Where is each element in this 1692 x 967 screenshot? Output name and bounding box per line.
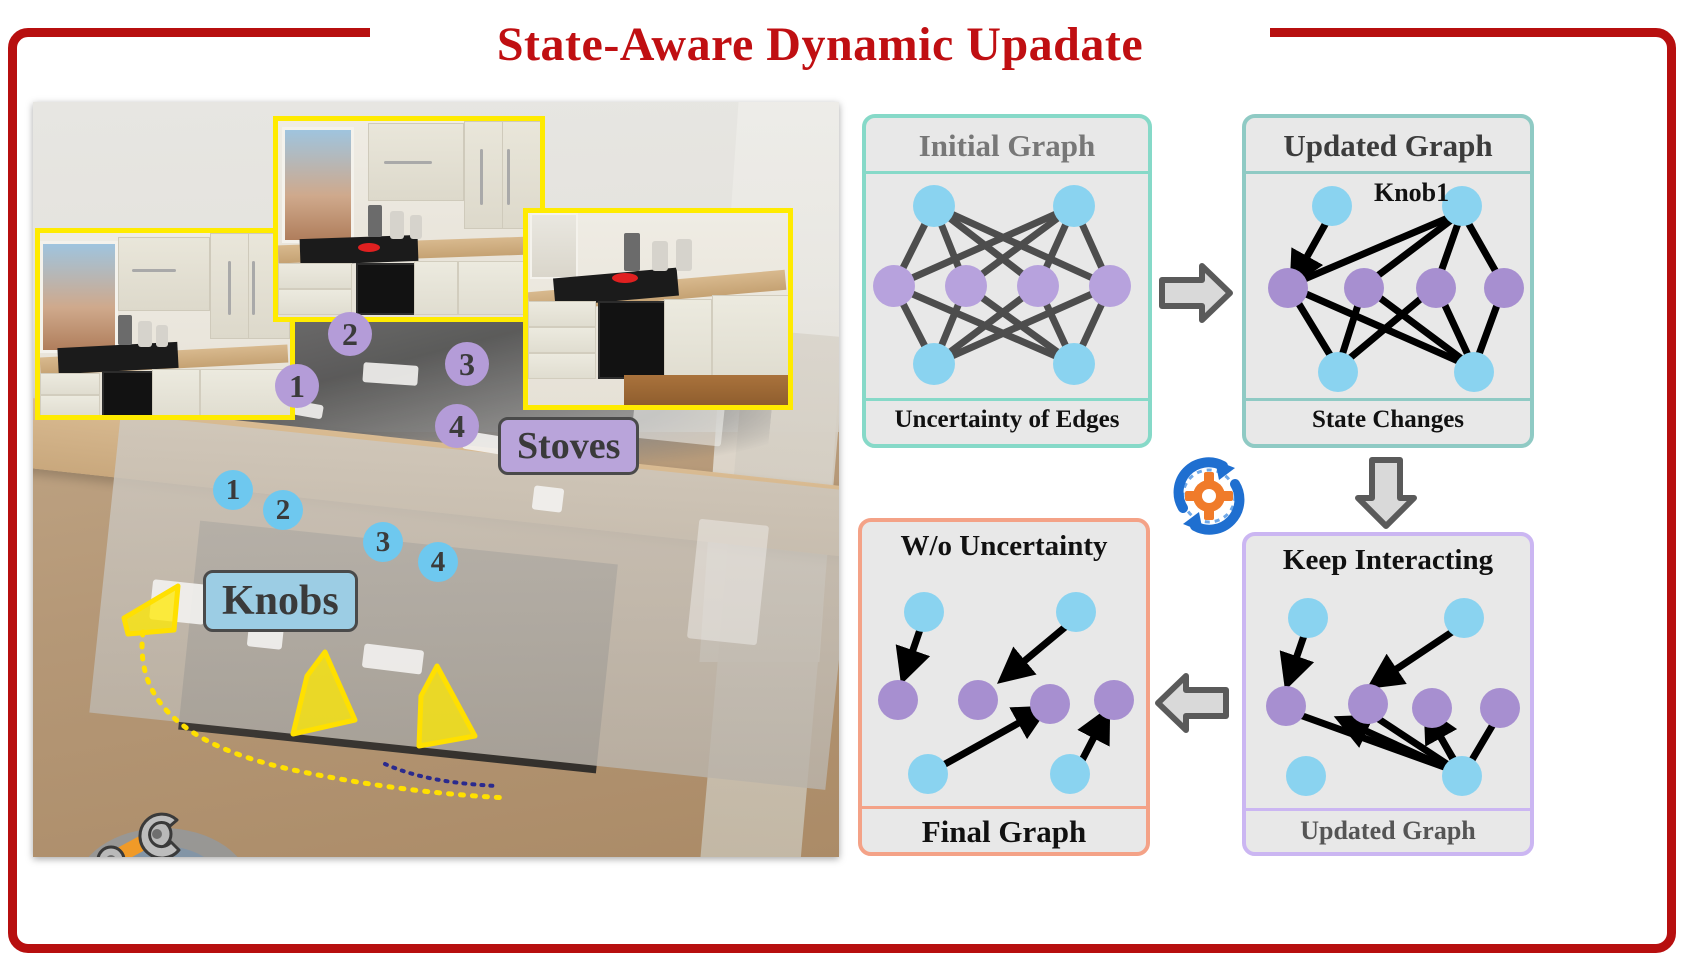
photo-window	[282, 127, 354, 243]
photo-handle	[480, 149, 483, 205]
photo-cabinet	[414, 261, 458, 315]
arrow-keep-to-final	[1155, 673, 1229, 733]
kitchen-photo	[40, 233, 290, 415]
robot-trajectory-path	[139, 629, 511, 801]
photo-oven	[356, 263, 416, 315]
photo-drawer	[40, 373, 100, 395]
title-gap	[370, 8, 1270, 56]
photo-upper-cabinet	[464, 121, 504, 229]
final-graph-svg	[878, 592, 1134, 794]
panel-updated-graph-top[interactable]: Updated Graph	[1242, 114, 1534, 448]
photo-handle	[228, 261, 231, 315]
node-label-knob1: Knob1	[1374, 178, 1450, 207]
photo-kettle	[390, 211, 404, 239]
photo-upper-cabinet	[118, 237, 210, 311]
photo-drawer	[40, 395, 100, 415]
photo-cabinet	[712, 295, 788, 377]
panel-updated-top-header: Updated Graph	[1283, 128, 1493, 163]
arrow-updated-to-keep	[1355, 457, 1417, 529]
inset-kitchen-view-center[interactable]	[273, 116, 545, 322]
knob-marker-4[interactable]: 4	[418, 542, 458, 582]
pointcloud-gap	[362, 362, 419, 386]
panel-initial-graph[interactable]: Initial Graph	[862, 114, 1152, 448]
photo-cabinet	[664, 299, 712, 381]
kitchen-photo	[528, 213, 788, 405]
photo-knife-block	[624, 233, 640, 271]
photo-drawer	[528, 353, 596, 379]
kitchen-photo	[278, 121, 540, 317]
updated-graph-svg	[1268, 186, 1524, 392]
knob-marker-1[interactable]: 1	[213, 470, 253, 510]
photo-oven	[598, 301, 666, 379]
class-chip-knobs[interactable]: Knobs	[203, 570, 358, 632]
photo-handle	[132, 269, 176, 272]
class-chip-stoves[interactable]: Stoves	[498, 417, 640, 475]
photo-kettle	[138, 321, 152, 347]
inset-kitchen-view-right[interactable]	[523, 208, 793, 410]
pointcloud-gap	[686, 518, 770, 646]
photo-oven	[102, 371, 154, 415]
panel-initial-header: Initial Graph	[918, 128, 1096, 163]
photo-handle	[252, 261, 255, 315]
panel-final-header: W/o Uncertainty	[900, 530, 1108, 562]
camera-frustum-3	[416, 663, 478, 749]
photo-floor	[624, 375, 788, 405]
pointcloud-gap	[531, 485, 565, 513]
photo-knife-block	[118, 315, 132, 345]
panel-initial-footer: Uncertainty of Edges	[894, 406, 1120, 433]
panel-updated-top-footer: State Changes	[1311, 406, 1465, 433]
photo-drawer	[278, 263, 352, 289]
photo-kettle	[652, 241, 668, 271]
photo-handle	[384, 161, 432, 164]
inset-kitchen-view-left[interactable]	[35, 228, 295, 420]
panel-keep-header: Keep Interacting	[1282, 544, 1494, 576]
panel-keep-footer: Updated Graph	[1300, 816, 1476, 845]
panel-final-graph[interactable]: W/o Uncertainty	[858, 518, 1150, 856]
keep-interacting-graph-svg	[1266, 598, 1520, 796]
camera-frustum-1	[121, 583, 181, 637]
photo-kettle	[676, 239, 692, 271]
stove-marker-1[interactable]: 1	[275, 364, 319, 408]
panel-final-footer: Final Graph	[921, 814, 1087, 849]
panel-keep-interacting[interactable]: Keep Interacting	[1242, 532, 1534, 856]
photo-drawer	[528, 301, 596, 327]
stove-marker-4[interactable]: 4	[435, 404, 479, 448]
arrow-initial-to-updated	[1159, 263, 1233, 323]
photo-kettle	[156, 325, 168, 347]
photo-drawer	[278, 289, 352, 315]
knob-marker-2[interactable]: 2	[263, 490, 303, 530]
knob-marker-3[interactable]: 3	[363, 522, 403, 562]
photo-knife-block	[368, 205, 382, 237]
photo-drawer	[528, 327, 596, 353]
refresh-gear-icon	[1173, 457, 1245, 535]
stove-marker-2[interactable]: 2	[328, 312, 372, 356]
stove-marker-3[interactable]: 3	[445, 342, 489, 386]
photo-burner-ring	[612, 273, 638, 283]
mobile-manipulator-robot[interactable]	[65, 774, 255, 857]
photo-handle	[507, 149, 510, 205]
photo-burner-ring	[358, 243, 380, 252]
scene-viewport[interactable]: 2 1 3 4 1 2 3 4 Stoves Knobs	[33, 102, 839, 857]
camera-frustum-2	[290, 649, 358, 737]
photo-window	[530, 213, 578, 279]
photo-cabinet	[152, 369, 200, 415]
trajectory-endpoint-dots	[383, 762, 499, 788]
initial-graph-svg	[873, 185, 1131, 385]
photo-window	[40, 241, 118, 353]
photo-kettle	[410, 215, 422, 239]
page-title: State-Aware Dynamic Upadate	[496, 18, 1144, 71]
